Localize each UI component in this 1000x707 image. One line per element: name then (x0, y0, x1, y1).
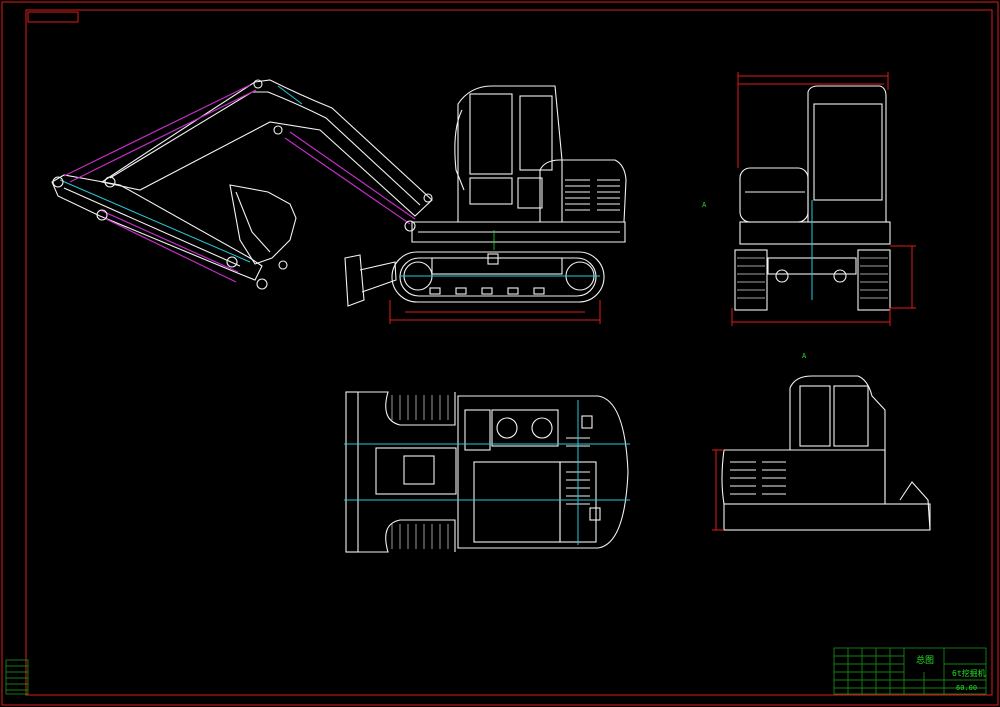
drawing-name: 总图 (916, 654, 934, 666)
view-a-title: A (802, 352, 807, 360)
front-elevation-view: A (702, 72, 916, 326)
drawing-number: 6t挖掘机 (952, 668, 986, 678)
revision-table (5, 659, 29, 695)
section-a-marker: A (702, 201, 707, 209)
drawing-scale: 60.00 (956, 684, 977, 692)
title-block: 总图 6t挖掘机 60.00 (833, 647, 987, 695)
top-plan-view (344, 391, 630, 553)
side-elevation-view (51, 79, 627, 324)
view-a: A (712, 352, 931, 531)
